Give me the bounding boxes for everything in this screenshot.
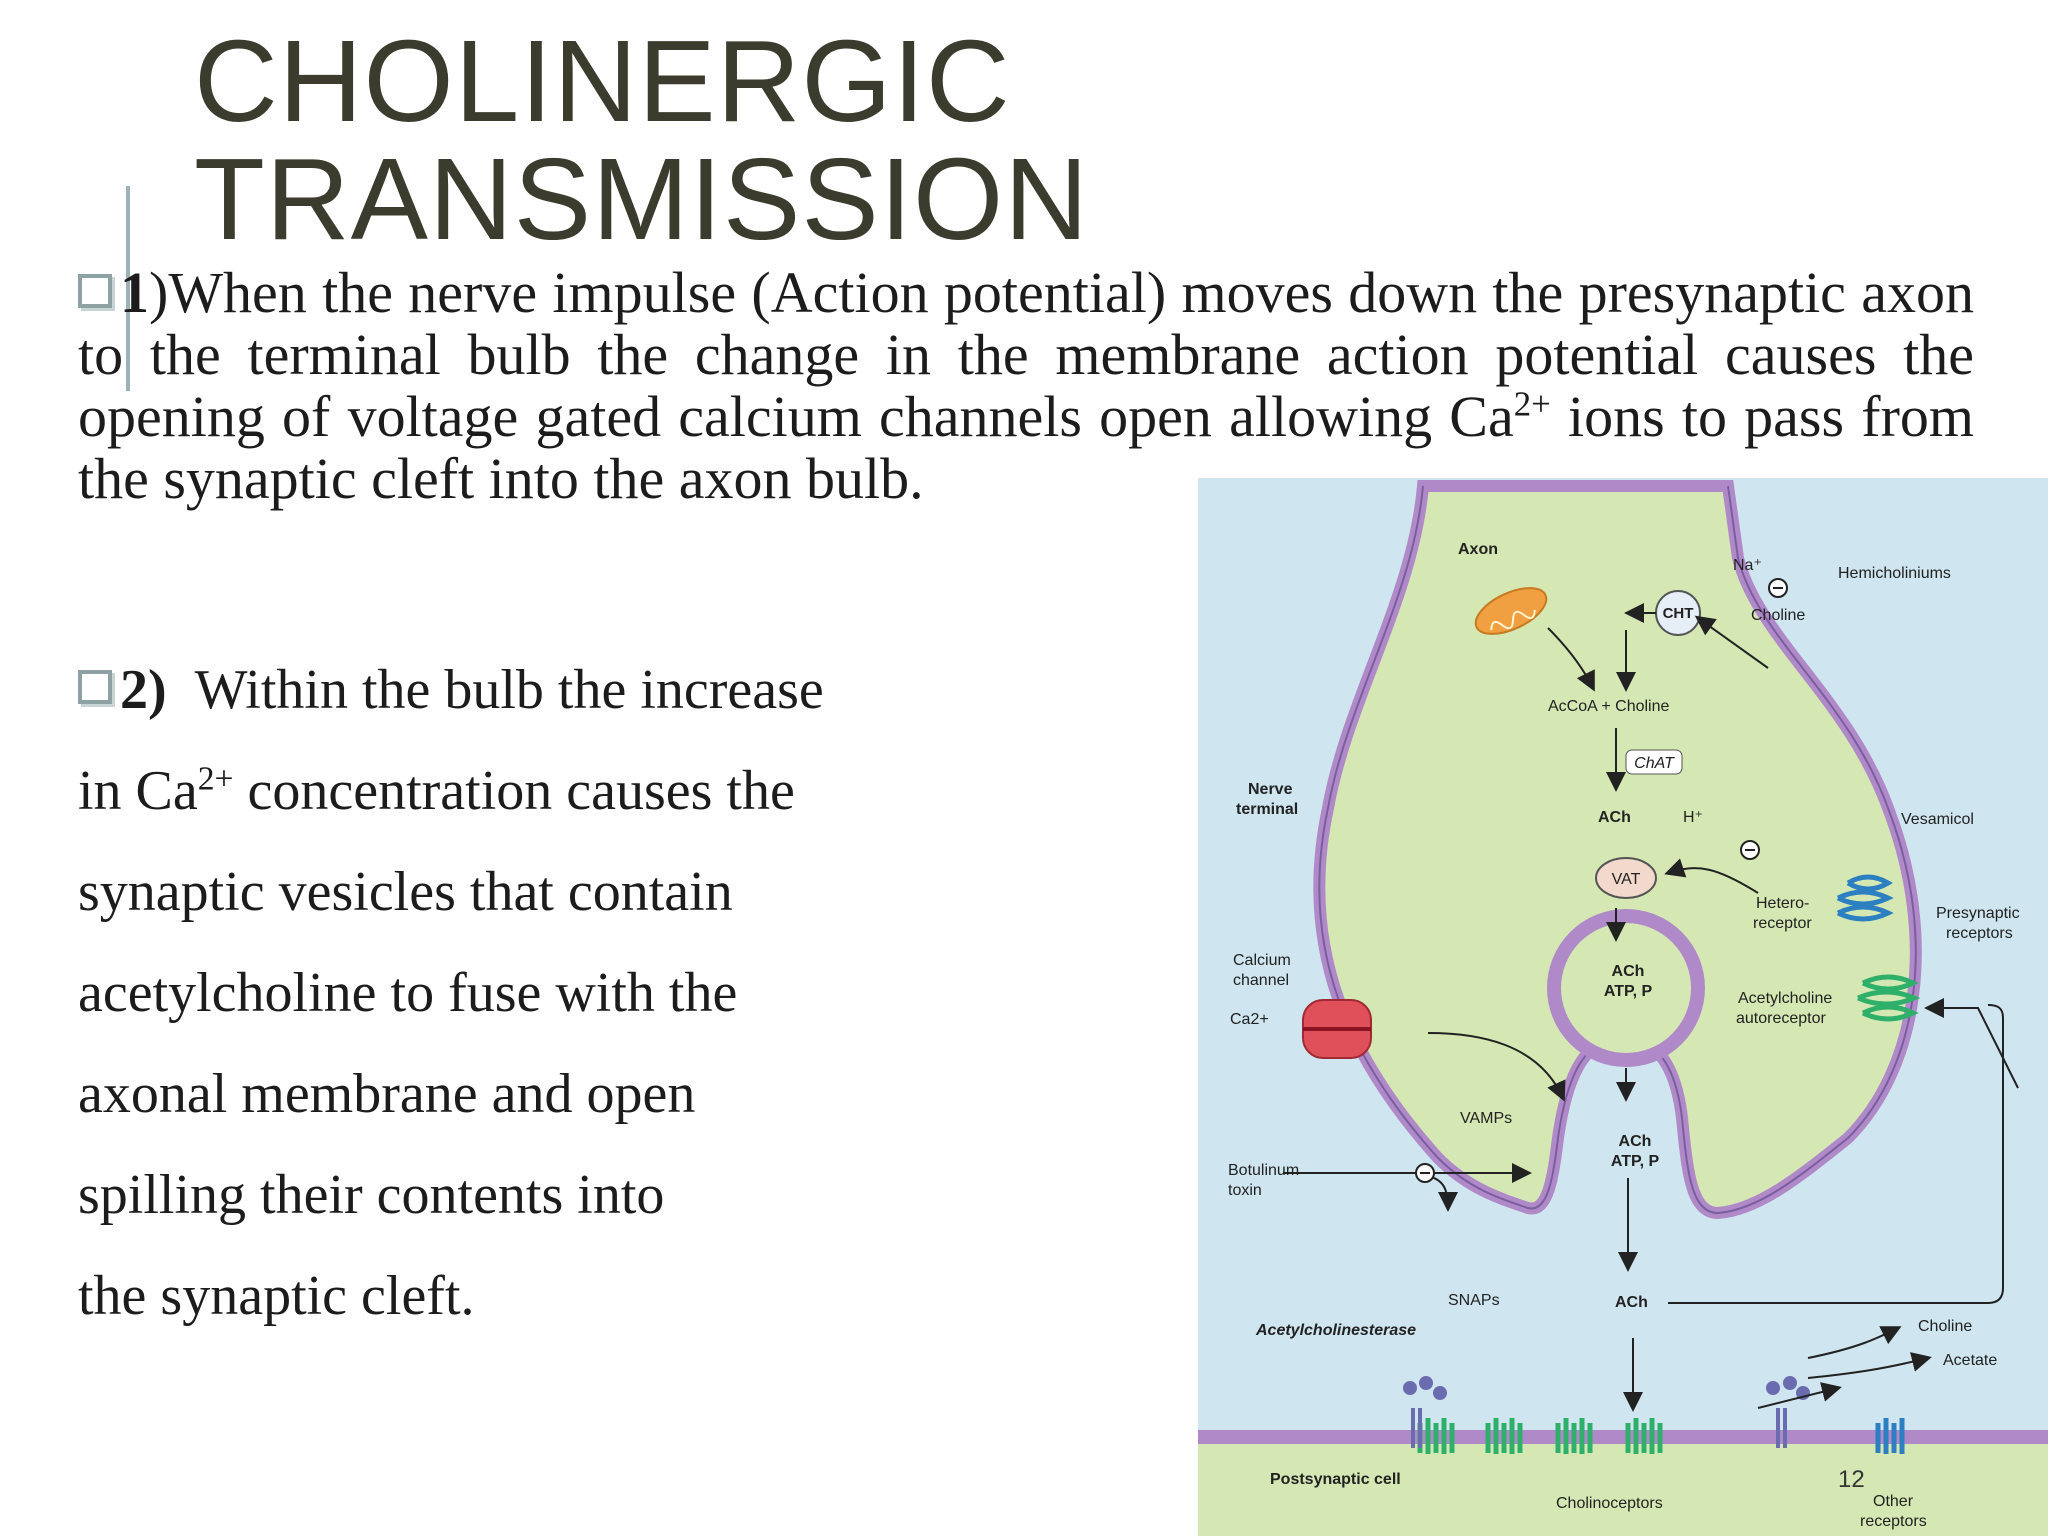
label-h-plus: H⁺	[1683, 809, 1703, 826]
label-chat: ChAT	[1634, 755, 1675, 772]
inhibitor-symbols	[1415, 578, 1788, 1183]
label-ach-top: ACh	[1598, 809, 1631, 826]
label-presyn-1: Presynaptic	[1936, 905, 2020, 922]
label-axon: Axon	[1458, 541, 1498, 558]
cholinergic-synapse-diagram: CHT VAT	[1198, 478, 2048, 1536]
label-vat: VAT	[1612, 871, 1641, 888]
label-snaps: SNAPs	[1448, 1292, 1500, 1309]
decorative-vertical-line	[126, 186, 130, 391]
label-other-1: Other	[1873, 1493, 1914, 1510]
label-accoa-choline: AcCoA + Choline	[1548, 698, 1670, 715]
label-calcium-2: channel	[1233, 972, 1289, 989]
para2-text-2a: in Ca	[78, 760, 198, 822]
para2-superscript: 2+	[197, 760, 234, 798]
label-fused-atp: ATP, P	[1611, 1153, 1660, 1170]
title-line-1: CHOLINERGIC	[194, 16, 1011, 146]
label-vesicle-atp: ATP, P	[1604, 983, 1653, 1000]
autoreceptor-icon	[1857, 974, 1921, 1022]
para1-text: )When the nerve impulse (Action potentia…	[78, 260, 1974, 449]
postsynaptic-membrane	[1198, 1430, 2048, 1444]
para2-line-7: the synaptic cleft.	[78, 1265, 475, 1327]
para2-line-5: axonal membrane and open	[78, 1063, 696, 1125]
label-na: Na⁺	[1733, 557, 1762, 574]
label-choline-top: Choline	[1751, 607, 1805, 624]
label-botulinum-1: Botulinum	[1228, 1162, 1299, 1179]
acetylcholinesterase-icon	[1403, 1376, 1810, 1448]
label-ach-cleft: ACh	[1615, 1294, 1648, 1311]
label-cholinoceptors: Cholinoceptors	[1556, 1495, 1663, 1512]
label-hetero-2: receptor	[1753, 915, 1812, 932]
para1-number: 1	[120, 260, 149, 325]
label-vesamicol: Vesamicol	[1901, 811, 1974, 828]
other-receptor-icon	[1875, 1418, 1905, 1454]
slide-title: CHOLINERGIC TRANSMISSION	[194, 22, 1089, 258]
pathway-arrows	[1283, 603, 2019, 1412]
label-vesicle-ach: ACh	[1612, 963, 1645, 980]
chat-enzyme-box	[1625, 749, 1683, 775]
label-acetylcholinesterase: Acetylcholinesterase	[1255, 1322, 1416, 1339]
para2-line-6: spilling their contents into	[78, 1164, 665, 1226]
bullet-square-icon	[78, 670, 112, 704]
postsynaptic-cell	[1198, 1444, 2048, 1536]
label-fused-ach: ACh	[1619, 1133, 1652, 1150]
para2-line-2: in Ca2+ concentration causes the	[78, 741, 1138, 842]
autoreceptor-feedback-line	[1668, 1004, 2004, 1304]
para2-text-2b: concentration causes the	[233, 760, 795, 822]
vat-transporter-icon	[1595, 857, 1657, 899]
page-number: 12	[1838, 1466, 1865, 1493]
bullet-square-icon	[78, 274, 112, 308]
paragraph-2: 2) Within the bulb the increase in Ca2+ …	[78, 640, 1138, 1347]
paragraph-1: 1)When the nerve impulse (Action potenti…	[78, 262, 1974, 510]
label-ca2: Ca2+	[1230, 1011, 1269, 1028]
title-line-2: TRANSMISSION	[194, 134, 1089, 264]
label-cht: CHT	[1663, 605, 1694, 622]
label-nerve-terminal-1: Nerve	[1248, 781, 1293, 798]
label-calcium-1: Calcium	[1233, 952, 1291, 969]
para2-line-3: synaptic vesicles that contain	[78, 861, 733, 923]
heteroreceptor-icon	[1836, 874, 1894, 922]
para2-line-4: acetylcholine to fuse with the	[78, 962, 738, 1024]
label-hetero-1: Hetero-	[1756, 895, 1809, 912]
label-autorec-1: Acetylcholine	[1738, 990, 1832, 1007]
para2-text-1: Within the bulb the increase	[194, 659, 824, 721]
label-nerve-terminal-2: terminal	[1236, 801, 1298, 818]
vesicle	[1547, 909, 1705, 1067]
para2-number: 2)	[120, 659, 167, 721]
label-hemicholiniums: Hemicholiniums	[1838, 565, 1951, 582]
label-choline-bottom: Choline	[1918, 1318, 1972, 1335]
label-presyn-2: receptors	[1946, 925, 2013, 942]
para2-line-1: 2) Within the bulb the increase	[78, 640, 1138, 741]
label-autorec-2: autoreceptor	[1736, 1010, 1827, 1027]
label-acetate: Acetate	[1943, 1352, 1997, 1369]
label-vamps: VAMPs	[1460, 1110, 1512, 1127]
para1-superscript: 2+	[1513, 384, 1551, 424]
label-postsynaptic: Postsynaptic cell	[1270, 1471, 1401, 1488]
label-other-2: receptors	[1860, 1513, 1927, 1530]
label-botulinum-2: toxin	[1228, 1182, 1262, 1199]
para1-text-end: ions to pass from the synaptic cleft int…	[78, 384, 1974, 511]
